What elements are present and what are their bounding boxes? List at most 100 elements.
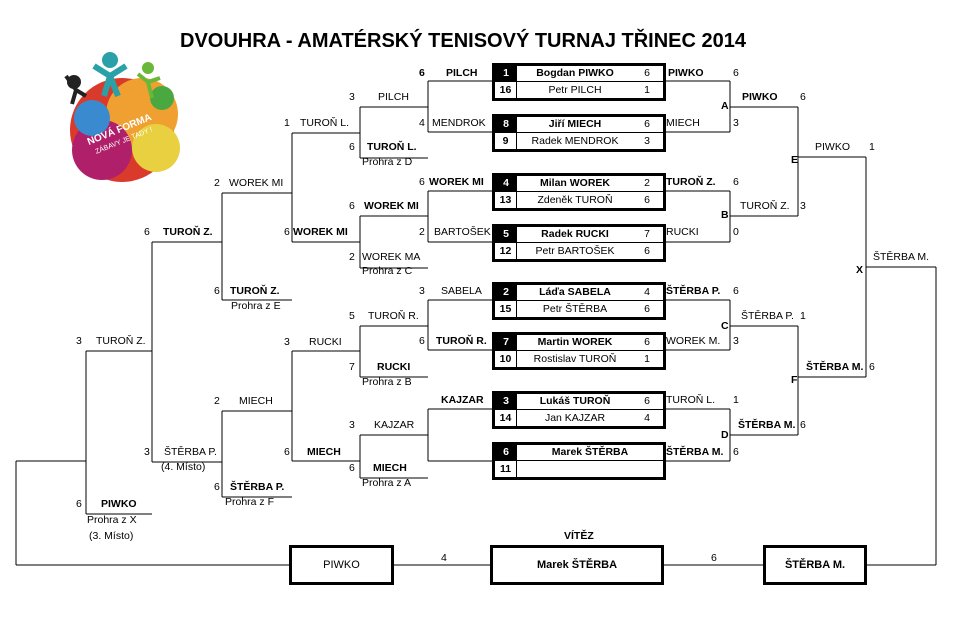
player-name: Bogdan PIWKO [536,67,614,79]
bracket-label: PIWKO [101,498,137,510]
bracket-label: SABELA [441,285,482,297]
seed-number: 9 [495,133,517,150]
bracket-label: TUROŇ Z. [230,285,280,297]
bracket-label: X [856,264,864,276]
player-name: Zdeněk TUROŇ [537,194,613,206]
bracket-label: Prohra z E [231,300,281,312]
player-name: Láďa SABELA [539,286,611,298]
bracket-label: F [791,374,798,386]
set-score: 6 [644,194,650,206]
player-name: Radek MENDROK [531,135,619,147]
bracket-label: (4. Místo) [161,461,206,473]
bracket-label: 6 [284,226,290,238]
player-name: Jan KAJZAR [544,412,606,424]
match-divider [495,350,663,351]
bracket-label: PILCH [378,91,409,103]
seed-number: 13 [495,192,517,209]
bracket-label: 3 [419,285,425,297]
player-name: Petr ŠTĚRBA [542,303,608,315]
match-box [492,282,666,320]
final-right-box: ŠTĚRBA M. [763,545,867,585]
bracket-label: 0 [733,226,739,238]
bracket-label: TUROŇ L. [300,117,350,129]
match-box [492,442,666,480]
bracket-label: 6 [144,226,150,238]
match-box [492,224,666,262]
bracket-label: WOREK MI [429,176,484,188]
bracket-label: 6 [214,285,220,297]
bracket-label: TUROŇ L. [367,141,417,153]
bracket-label: Prohra z A [362,477,412,489]
bracket-label: 3 [349,419,355,431]
bracket-label: 3 [800,200,806,212]
bracket-label: 1 [733,394,739,406]
final-right-name: ŠTĚRBA M. [784,559,846,571]
bracket-label: MIECH [373,462,407,474]
bracket-label: ŠTĚRBA M. [806,361,864,373]
bracket-label: KAJZAR [374,419,415,431]
bracket-label: VÍTĚZ [564,530,594,542]
bracket-label: PILCH [446,67,478,79]
set-score: 6 [644,118,650,130]
bracket-label: 1 [869,141,875,153]
bracket-label: Prohra z X [87,514,137,526]
match-box [492,332,666,370]
bracket-label: KAJZAR [441,394,484,406]
bracket-label: RUCKI [309,336,342,348]
bracket-label: 6 [800,419,806,431]
bracket-label: TUROŇ R. [436,335,487,347]
set-score: 4 [644,412,650,424]
set-score: 1 [644,84,650,96]
bracket-label: (3. Místo) [89,530,134,542]
bracket-label: WOREK MI [293,226,348,238]
bracket-label: ŠTĚRBA M. [666,446,724,458]
player-name: Lukáš TUROŇ [539,395,611,407]
seed-number: 7 [495,334,517,351]
match-box [492,114,666,152]
final-winner-box: Marek ŠTĚRBA [490,545,664,585]
bracket-label: 3 [733,117,739,129]
bracket-label: PIWKO [815,141,851,153]
bracket-label: 6 [733,176,739,188]
bracket-label: 6 [419,67,425,79]
match-divider [495,409,663,410]
bracket-label: 2 [419,226,425,238]
seed-number: 14 [495,410,517,427]
bracket-label: 6 [419,335,425,347]
bracket-label: 2 [214,177,220,189]
bracket-label: B [721,209,729,221]
bracket-label: Prohra z B [362,376,412,388]
page-title: DVOUHRA - AMATÉRSKÝ TENISOVÝ TURNAJ TŘIN… [180,30,746,52]
seed-number: 11 [495,461,517,478]
player-name: Petr BARTOŠEK [535,245,615,257]
player-name: Milan WOREK [540,177,610,189]
match-box [492,173,666,211]
bracket-label: 6 [284,446,290,458]
bracket-label: 6 [733,67,739,79]
set-score: 2 [644,177,650,189]
bracket-label: WOREK M. [666,335,721,347]
seed-number: 8 [495,116,517,133]
bracket-label: ŠTĚRBA M. [873,251,930,263]
bracket-label: Prohra z C [362,265,413,277]
bracket-label: 5 [349,310,355,322]
bracket-label: 6 [711,552,717,564]
bracket-label: 6 [733,446,739,458]
bracket-label: PIWKO [668,67,704,79]
bracket-label: 6 [869,361,875,373]
bracket-label: 6 [76,498,82,510]
bracket-label: 6 [419,176,425,188]
set-score: 7 [644,228,650,240]
bracket-label: ŠTĚRBA M. [738,419,796,431]
bracket-label: Prohra z D [362,156,413,168]
player-name: Petr PILCH [548,84,602,96]
bracket-label: 1 [284,117,290,129]
bracket-label: MENDROK [432,117,486,129]
seed-number: 3 [495,393,517,410]
seed-number: 2 [495,284,517,301]
bracket-label: WOREK MI [229,177,284,189]
bracket-label: 3 [284,336,290,348]
set-score: 1 [644,353,650,365]
bracket-label: 6 [800,91,806,103]
